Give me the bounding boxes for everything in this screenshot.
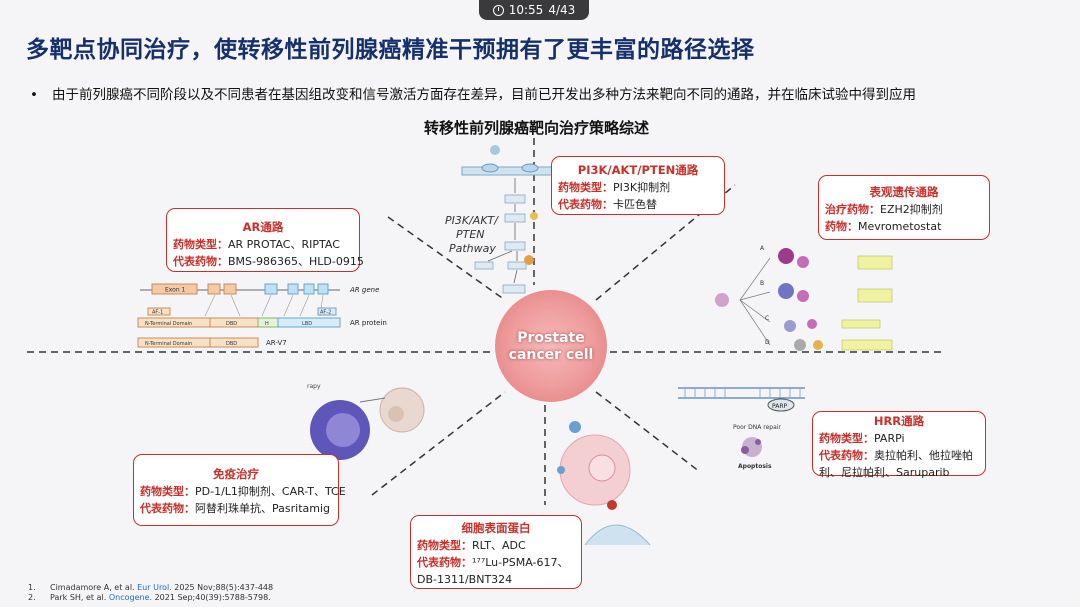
pi3k-drug-key: 代表药物： (558, 198, 613, 211)
ar-protein-label: AR protein (350, 319, 387, 327)
pi3k-type-value: PI3K抑制剂 (613, 181, 671, 194)
ar-type-key: 药物类型： (173, 238, 228, 251)
pi3k-pathway-label-1: PI3K/AKT/ (445, 214, 499, 227)
exon1-label: Exon 1 (165, 287, 186, 294)
pi3k-pathway-label-3: Pathway (449, 242, 496, 255)
dbd-label: DBD (226, 321, 237, 327)
pi3k-pathway-box: PI3K/AKT/PTEN通路 药物类型：PI3K抑制剂 代表药物：卡匹色替 (551, 156, 725, 215)
ar-drug-key: 代表药物： (173, 255, 228, 268)
ar-v7-label: AR-V7 (266, 339, 287, 347)
pi3k-drug-value: 卡匹色替 (613, 198, 657, 211)
hrr-type-key: 药物类型： (819, 432, 874, 445)
pi3k-box-title: PI3K/AKT/PTEN通路 (577, 163, 699, 177)
hrr-schematic: PARP Poor DNA repair Apoptosis (678, 387, 805, 470)
ntd-v7-label: N-Terminal Domain (145, 341, 192, 347)
epigenetic-schematic: A B C D (715, 245, 893, 351)
presentation-status-bar[interactable]: 10:55 4/43 (479, 0, 589, 20)
hrr-pathway-box: HRR通路 药物类型：PARPi 代表药物：奥拉帕利、他拉唑帕 利、尼拉帕利、S… (812, 411, 986, 479)
pi3k-pathway-label-2: PTEN (456, 228, 485, 241)
ar-gene-schematic: Exon 1 AR gene AF-1 N-Terminal Domain DB… (137, 283, 387, 348)
epigenetic-pathway-box: 表观遗传通路 治疗药物：EZH2抑制剂 药物：Mevrometostat (818, 175, 990, 240)
parp-label: PARP (772, 403, 788, 410)
hrr-drug-value: 奥拉帕利、他拉唑帕 (874, 449, 973, 462)
surface-box-title: 细胞表面蛋白 (461, 521, 531, 535)
references: 1.Cimadamore A, et al. Eur Urol. 2025 No… (28, 583, 273, 603)
surface-drug-key: 代表药物： (417, 556, 472, 569)
epi-drug-key: 药物： (825, 220, 858, 233)
cell-surface-schematic (557, 421, 651, 546)
pi3k-box-drug-row: 代表药物：卡匹色替 (552, 196, 724, 213)
epi-label-c: C (765, 315, 769, 322)
immunotherapy-box: 免疫治疗 药物类型：PD-1/L1抑制剂、CAR-T、TCE 代表药物：阿替利珠… (133, 454, 346, 526)
hrr-box-drug-row: 代表药物：奥拉帕利、他拉唑帕 (813, 447, 985, 464)
immune-box-type-row: 药物类型：PD-1/L1抑制剂、CAR-T、TCE (134, 483, 346, 500)
epi-type-value: EZH2抑制剂 (880, 203, 943, 216)
surface-box-drug-row: 代表药物：¹⁷⁷Lu-PSMA-617、 (411, 554, 581, 571)
immune-type-key: 药物类型： (140, 485, 195, 498)
epi-box-drug-row: 药物：Mevrometostat (819, 218, 989, 235)
ar-box-title: AR通路 (242, 220, 284, 234)
hrr-type-value: PARPi (874, 432, 905, 445)
bullet-symbol: • (30, 87, 38, 103)
prostate-cancer-cell-illustration (495, 290, 607, 402)
reference-item: 1.Cimadamore A, et al. Eur Urol. 2025 No… (28, 583, 274, 592)
status-page-counter: 4/43 (548, 3, 576, 17)
hrr-box-title: HRR通路 (873, 414, 925, 428)
ntd-label: N-Terminal Domain (145, 321, 192, 327)
center-label-line2: cancer cell (508, 347, 594, 363)
immune-box-title: 免疫治疗 (213, 467, 259, 481)
clock-icon (492, 4, 504, 16)
immune-drug-key: 代表药物： (140, 502, 195, 515)
immune-schematic: rapy (307, 383, 425, 460)
poor-dna-repair-label: Poor DNA repair (733, 424, 781, 431)
epi-drug-value: Mevrometostat (858, 220, 942, 233)
immune-type-value: PD-1/L1抑制剂、CAR-T、TCE (195, 485, 346, 498)
hrr-box-drug-row-2: 利、尼拉帕利、Saruparib (819, 466, 950, 479)
af1-label: AF-1 (152, 310, 163, 316)
surface-type-value: RLT、ADC (472, 539, 526, 552)
slide-title: 多靶点协同治疗，使转移性前列腺癌精准干预拥有了更丰富的路径选择 (26, 37, 755, 63)
epi-label-d: D (765, 339, 770, 346)
hrr-box-type-row: 药物类型：PARPi (813, 430, 985, 447)
immune-therapy-label: rapy (307, 383, 321, 390)
epi-box-type-row: 治疗药物：EZH2抑制剂 (819, 201, 989, 218)
epi-label-a: A (760, 245, 765, 252)
reference-item: 2.Park SH, et al. Oncogene. 2021 Sep;40(… (28, 593, 271, 602)
af2-label: AF-2 (320, 310, 331, 316)
apoptosis-label: Apoptosis (738, 463, 772, 470)
diagram-title: 转移性前列腺癌靶向治疗策略综述 (424, 119, 650, 137)
dbd-v7-label: DBD (226, 341, 237, 347)
surface-drug-value: ¹⁷⁷Lu-PSMA-617、 (472, 556, 569, 569)
bullet-text: 由于前列腺癌不同阶段以及不同患者在基因组改变和信号激活方面存在差异，目前已开发出… (52, 87, 916, 103)
status-time: 10:55 (508, 3, 544, 17)
epi-label-b: B (760, 280, 764, 287)
immune-box-drug-row: 代表药物：阿替利珠单抗、Pasritamig (134, 500, 338, 517)
pi3k-pathway-schematic: PI3K/AKT/ PTEN Pathway (445, 145, 559, 294)
pi3k-type-key: 药物类型： (558, 181, 613, 194)
ar-pathway-box: AR通路 药物类型：AR PROTAC、RIPTAC 代表药物：BMS-9863… (166, 208, 364, 272)
cell-surface-protein-box: 细胞表面蛋白 药物类型：RLT、ADC 代表药物：¹⁷⁷Lu-PSMA-617、… (410, 515, 582, 589)
immune-drug-value: 阿替利珠单抗、Pasritamig (195, 502, 330, 515)
ar-drug-value: BMS-986365、HLD-0915 (228, 255, 364, 268)
center-cell-label: Prostate cancer cell (495, 330, 607, 364)
pi3k-box-type-row: 药物类型：PI3K抑制剂 (552, 179, 724, 196)
surface-box-type-row: 药物类型：RLT、ADC (411, 537, 581, 554)
ar-type-value: AR PROTAC、RIPTAC (228, 238, 340, 251)
surface-type-key: 药物类型： (417, 539, 472, 552)
hrr-drug-key: 代表药物： (819, 449, 874, 462)
epi-box-title: 表观遗传通路 (869, 185, 939, 199)
surface-box-drug-row-2: DB-1311/BNT324 (417, 573, 513, 586)
ar-gene-label: AR gene (349, 286, 379, 294)
center-label-line1: Prostate (517, 330, 585, 346)
epi-type-key: 治疗药物： (825, 203, 880, 216)
hinge-label: H (265, 321, 269, 327)
lbd-label: LBD (302, 321, 312, 327)
ar-box-type-row: 药物类型：AR PROTAC、RIPTAC (167, 236, 359, 253)
ar-box-drug-row: 代表药物：BMS-986365、HLD-0915 (167, 253, 364, 270)
